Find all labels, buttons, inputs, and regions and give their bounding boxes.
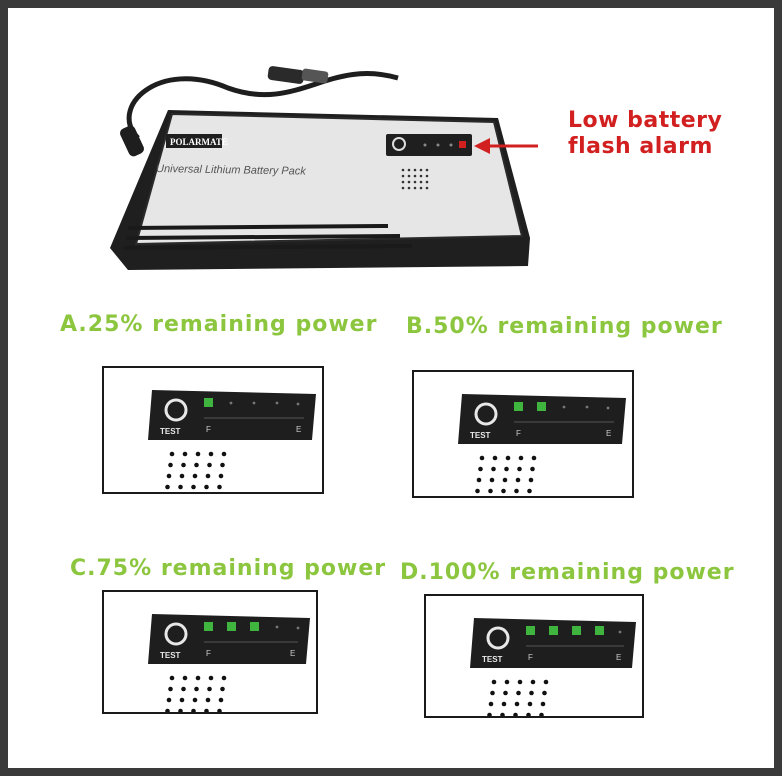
empty-label: E (616, 653, 621, 662)
led-lit (572, 626, 581, 635)
led-lit (250, 622, 259, 631)
led-lit (526, 626, 535, 635)
led-off (275, 625, 279, 629)
led-lit (537, 402, 546, 411)
caption-d: D.100% remaining power (400, 560, 735, 585)
caption-b: B.50% remaining power (406, 314, 723, 339)
indicator-closeup-drawing: TEST F E (458, 394, 626, 494)
empty-label: E (606, 429, 611, 438)
indicator-panel-a: TEST F E (102, 366, 324, 494)
test-button-ring[interactable] (164, 622, 188, 646)
led-lit (549, 626, 558, 635)
test-button[interactable] (392, 137, 406, 151)
battery-pack-drawing: POLARMATE Universal Lithium Battery Pack (110, 66, 562, 270)
led-lit (227, 622, 236, 631)
control-strip (470, 618, 636, 668)
led-off (606, 406, 610, 410)
indicator-closeup-drawing: TEST F E (148, 614, 310, 712)
indicator-panel-d: TEST F E (424, 594, 644, 718)
speaker-grille (165, 451, 227, 490)
led-lit (514, 402, 523, 411)
alarm-label-line1: Low battery (568, 108, 723, 133)
indicator-closeup-drawing: TEST F E (470, 618, 636, 716)
low-battery-alarm-label: Low battery flash alarm (568, 108, 738, 160)
alarm-label-line2: flash alarm (568, 134, 713, 159)
led-off (229, 401, 233, 405)
indicator-panel-b: TEST F E (412, 370, 634, 498)
low-battery-led (459, 141, 466, 148)
battery-pack-illustration: POLARMATE Universal Lithium Battery Pack (98, 48, 562, 308)
speaker-grille (401, 168, 429, 190)
led-off (585, 405, 589, 409)
image-frame: POLARMATE Universal Lithium Battery Pack… (8, 8, 774, 768)
empty-label: E (290, 649, 295, 658)
test-button-ring[interactable] (164, 398, 188, 422)
test-button-ring[interactable] (474, 402, 498, 426)
empty-label: E (296, 425, 301, 434)
led-lit (204, 622, 213, 631)
test-label: TEST (482, 655, 503, 664)
control-strip (148, 390, 316, 440)
speaker-grille (475, 455, 537, 494)
led-off (296, 402, 300, 406)
led-lit (595, 626, 604, 635)
full-label: F (206, 649, 211, 658)
indicator-panel (386, 134, 472, 156)
control-strip (458, 394, 626, 444)
led-lit (204, 398, 213, 407)
test-button-ring[interactable] (486, 626, 510, 650)
full-label: F (528, 653, 533, 662)
led-off (275, 401, 279, 405)
led-off (252, 401, 256, 405)
arrow-head-left-icon (474, 138, 490, 154)
caption-c: C.75% remaining power (70, 556, 387, 581)
test-label: TEST (160, 651, 181, 660)
full-label: F (516, 429, 521, 438)
test-label: TEST (470, 431, 491, 440)
led-off (562, 405, 566, 409)
indicator-closeup-drawing: TEST F E (148, 390, 316, 490)
control-strip (148, 614, 310, 664)
full-label: F (206, 425, 211, 434)
led-off (618, 630, 622, 634)
test-label: TEST (160, 427, 181, 436)
indicator-panel-c: TEST F E (102, 590, 318, 714)
product-name: Universal Lithium Battery Pack (156, 163, 306, 178)
brand-logo-text: POLARMATE (170, 137, 228, 147)
speaker-grille (165, 675, 227, 712)
caption-a: A.25% remaining power (60, 312, 378, 337)
speaker-grille (487, 679, 549, 716)
led-off (296, 626, 300, 630)
